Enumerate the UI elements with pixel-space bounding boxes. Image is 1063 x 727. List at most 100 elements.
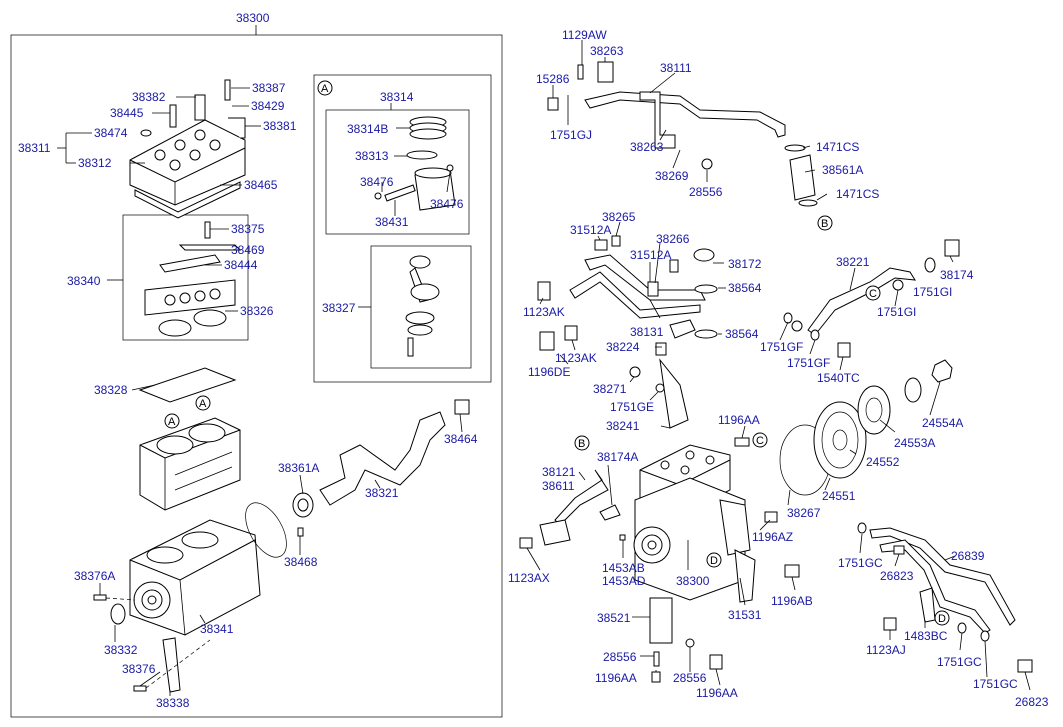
crankshaft-drawing: [245, 399, 470, 558]
svg-text:A: A: [321, 83, 329, 95]
part-label-15286: 15286: [536, 72, 570, 86]
svg-text:B: B: [821, 218, 828, 230]
cylinder-block-drawing: [139, 417, 241, 511]
svg-text:D: D: [938, 613, 946, 625]
part-label-1196AA: 1196AA: [718, 413, 760, 427]
part-label-38464: 38464: [444, 432, 478, 446]
svg-text:B: B: [578, 438, 585, 450]
part-label-1196AB: 1196AB: [771, 594, 813, 608]
part-label-38131: 38131: [630, 325, 664, 339]
part-label-38376A: 38376A: [74, 569, 115, 583]
part-label-38521: 38521: [597, 611, 631, 625]
part-label-38361A: 38361A: [278, 461, 319, 475]
part-label-1123AJ: 1123AJ: [866, 643, 906, 657]
callout-d-marker: D: [934, 610, 950, 626]
part-label-38224: 38224: [606, 340, 640, 354]
part-label-38269: 38269: [655, 169, 689, 183]
part-label-24551: 24551: [822, 489, 856, 503]
pipe-38111-drawing: [547, 61, 818, 207]
part-label-38611: 38611: [542, 479, 575, 493]
valve-plate-drawing: [144, 221, 242, 337]
part-label-38326: 38326: [240, 304, 274, 318]
part-label-38564: 38564: [728, 281, 762, 295]
part-label-24553A: 24553A: [894, 436, 935, 450]
crankcase-drawing: [93, 519, 261, 693]
part-label-38332: 38332: [104, 643, 138, 657]
part-label-38312: 38312: [78, 156, 112, 170]
part-label-31512A: 31512A: [570, 223, 611, 237]
callout-d-marker: D: [706, 552, 722, 568]
part-label-38300: 38300: [676, 574, 710, 588]
part-label-38111: 38111: [660, 61, 692, 75]
part-label-38313: 38313: [355, 149, 389, 163]
part-label-38263: 38263: [590, 44, 624, 58]
svg-text:C: C: [756, 435, 764, 447]
part-label-38314B: 38314B: [347, 122, 388, 136]
part-label-38174: 38174: [940, 268, 974, 282]
part-label-1751GJ: 1751GJ: [550, 128, 592, 142]
part-label-38266: 38266: [656, 232, 690, 246]
part-label-1196AA: 1196AA: [595, 671, 637, 685]
part-label-1123AK: 1123AK: [523, 305, 565, 319]
part-label-31531: 31531: [728, 608, 762, 622]
part-label-38241: 38241: [606, 419, 640, 433]
part-label-1751GC: 1751GC: [937, 655, 982, 669]
part-label-1123AX: 1123AX: [508, 571, 550, 585]
part-label-38121: 38121: [542, 465, 576, 479]
svg-text:A: A: [199, 398, 207, 410]
callout-b-marker: B: [817, 215, 833, 231]
part-label-1453AB: 1453AB: [602, 561, 645, 575]
callout-markers: A A A B B C C D D: [164, 80, 950, 626]
part-label-1196AZ: 1196AZ: [752, 530, 793, 544]
pipe-26839-drawing: [857, 522, 1033, 673]
part-label-38338: 38338: [156, 696, 190, 710]
part-label-1751GF: 1751GF: [787, 356, 830, 370]
part-label-26823: 26823: [880, 569, 914, 583]
part-label-38311: 38311: [18, 141, 51, 155]
part-label-38174A: 38174A: [597, 450, 638, 464]
part-label-1196DE: 1196DE: [528, 365, 570, 379]
pipe-38221-drawing: [783, 239, 960, 358]
callout-a-marker: A: [317, 80, 333, 96]
part-label-1471CS: 1471CS: [816, 140, 859, 154]
connecting-rod-drawing: [405, 255, 440, 357]
pipe-38131-drawing: [537, 235, 718, 351]
part-label-38564: 38564: [725, 327, 759, 341]
part-label-38381: 38381: [263, 119, 297, 133]
svg-text:A: A: [168, 416, 176, 428]
piston-drawing: [374, 116, 456, 211]
part-label-28556: 28556: [673, 671, 707, 685]
callout-a-marker: A: [164, 413, 180, 429]
part-label-38476: 38476: [430, 197, 464, 211]
part-label-28556: 28556: [689, 185, 723, 199]
part-label-38271: 38271: [593, 382, 627, 396]
part-label-38474: 38474: [94, 126, 128, 140]
part-label-38221: 38221: [836, 255, 870, 269]
part-label-1751GE: 1751GE: [610, 400, 654, 414]
part-label-38321: 38321: [365, 486, 399, 500]
part-label-26839: 26839: [951, 549, 985, 563]
svg-text:C: C: [869, 288, 877, 300]
cylinder-head-drawing: [129, 79, 246, 219]
part-label-31512A: 31512A: [630, 248, 671, 262]
part-label-1751GF: 1751GF: [760, 340, 803, 354]
part-label-1751GC: 1751GC: [838, 556, 883, 570]
part-label-38444: 38444: [224, 258, 258, 272]
part-label-26823: 26823: [1015, 695, 1049, 709]
part-label-1540TC: 1540TC: [817, 371, 860, 385]
part-label-1453AD: 1453AD: [602, 574, 646, 588]
part-label-1751GC: 1751GC: [973, 677, 1018, 691]
part-label-38263: 38263: [630, 140, 664, 154]
part-label-1751GI: 1751GI: [913, 285, 952, 299]
part-label-38340: 38340: [67, 274, 101, 288]
part-label-1129AW: 1129AW: [562, 28, 607, 42]
part-label-38387: 38387: [252, 81, 286, 95]
callout-c-marker: C: [865, 285, 881, 301]
part-label-38314: 38314: [380, 90, 414, 104]
part-label-38468: 38468: [284, 555, 318, 569]
leader-lines: [57, 40, 1031, 696]
part-label-1483BC: 1483BC: [904, 629, 948, 643]
part-label-1123AK: 1123AK: [555, 351, 597, 365]
part-label-38267: 38267: [787, 506, 821, 520]
